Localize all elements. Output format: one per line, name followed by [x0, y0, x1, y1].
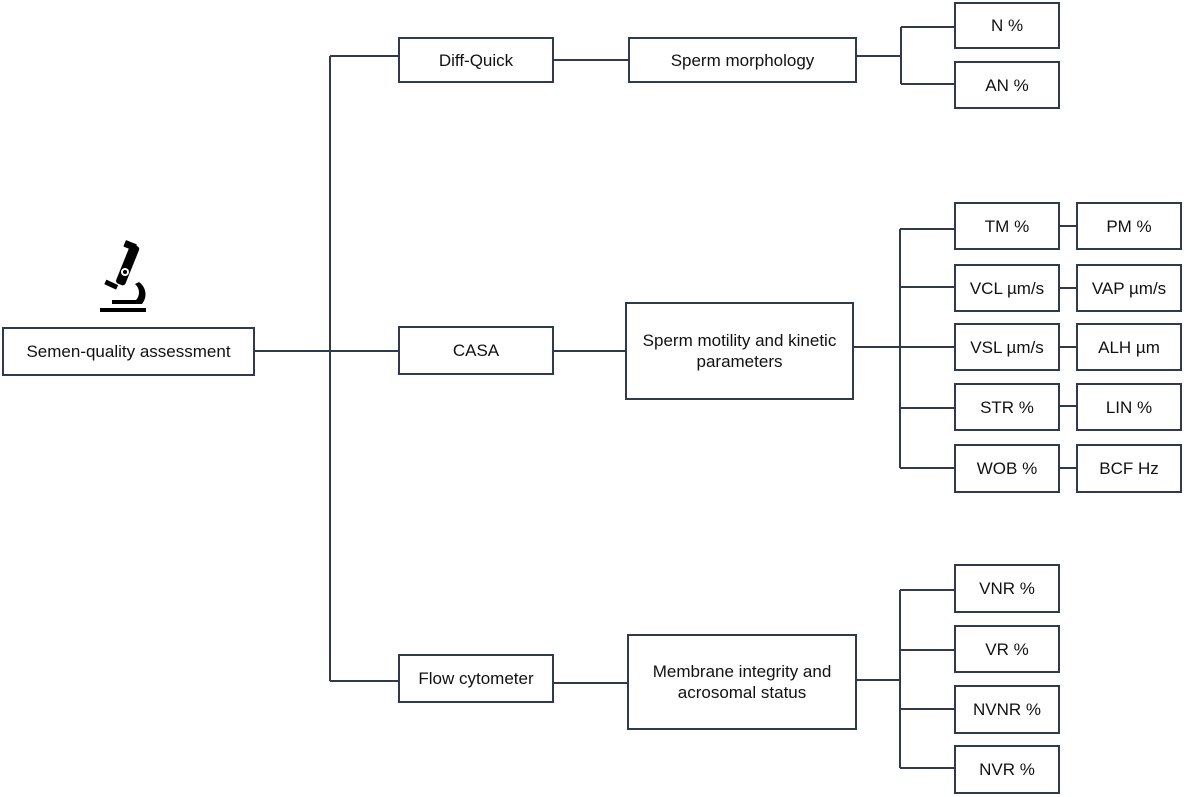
param-label: VAP µm/s	[1091, 278, 1167, 298]
param-label: VNR %	[979, 579, 1035, 598]
param-label: BCF Hz	[1099, 459, 1159, 478]
param-box: VCL µm/s	[954, 264, 1060, 312]
param-label: PM %	[1106, 216, 1152, 236]
param-label: VR %	[985, 639, 1029, 659]
param-label: ALH µm	[1098, 337, 1160, 357]
microscope-icon	[100, 240, 146, 312]
param-box: AN %	[954, 61, 1060, 109]
analysis-label: Membrane integrity and acrosomal status	[652, 662, 832, 702]
param-box: VSL µm/s	[954, 323, 1060, 371]
root-node: Semen-quality assessment	[2, 327, 255, 376]
param-box: N %	[954, 2, 1060, 49]
param-box: VR %	[954, 625, 1060, 673]
method-casa: CASA	[398, 326, 554, 375]
param-box: STR %	[954, 383, 1060, 431]
root-label: Semen-quality assessment	[26, 342, 231, 361]
param-label: VCL µm/s	[969, 278, 1045, 298]
analysis-label: Sperm motility and kinetic parameters	[642, 331, 837, 371]
param-box: NVR %	[954, 745, 1060, 794]
param-box: ALH µm	[1076, 323, 1182, 371]
param-label: WOB %	[976, 459, 1038, 478]
param-label: TM %	[984, 216, 1030, 236]
analysis-motility: Sperm motility and kinetic parameters	[625, 302, 854, 400]
param-box: TM %	[954, 202, 1060, 250]
method-label: CASA	[452, 341, 500, 360]
param-label: LIN %	[1105, 397, 1153, 417]
param-label: STR %	[980, 397, 1034, 417]
analysis-morphology: Sperm morphology	[628, 37, 857, 83]
param-box: WOB %	[954, 444, 1060, 493]
param-box: VAP µm/s	[1076, 264, 1182, 312]
param-label: AN %	[985, 75, 1029, 95]
param-box: PM %	[1076, 202, 1182, 250]
method-diff-quick: Diff-Quick	[398, 37, 554, 83]
param-box: NVNR %	[954, 685, 1060, 734]
param-box: BCF Hz	[1076, 444, 1182, 493]
method-label: Diff-Quick	[438, 50, 514, 70]
param-box: LIN %	[1076, 383, 1182, 431]
param-label: NVR %	[979, 760, 1035, 779]
param-label: NVNR %	[972, 700, 1041, 719]
analysis-label: Sperm morphology	[670, 50, 815, 70]
analysis-membrane: Membrane integrity and acrosomal status	[627, 634, 857, 730]
param-label: N %	[990, 16, 1024, 35]
param-box: VNR %	[954, 564, 1060, 613]
method-label: Flow cytometer	[418, 669, 534, 688]
method-flow-cytometer: Flow cytometer	[398, 654, 554, 703]
param-label: VSL µm/s	[970, 337, 1044, 357]
